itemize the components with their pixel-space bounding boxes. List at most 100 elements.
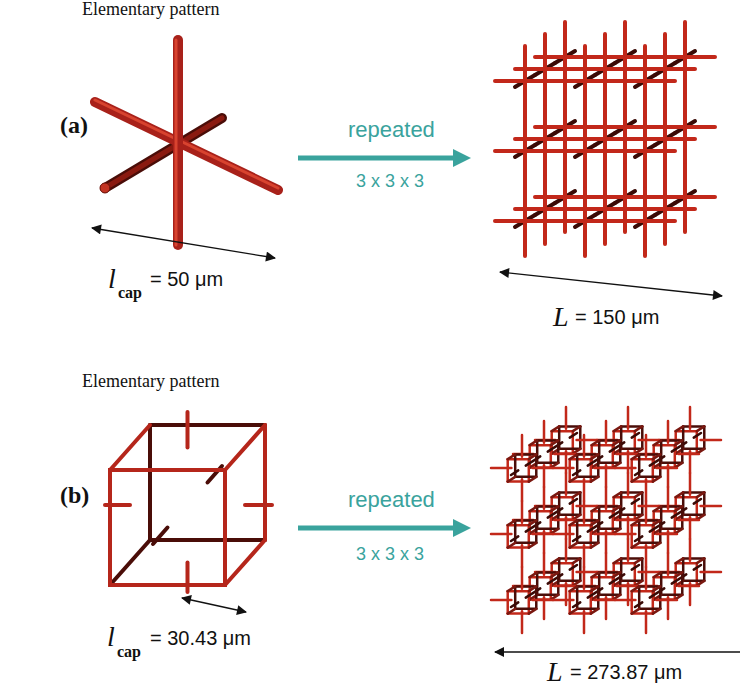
cube-stub	[555, 453, 575, 456]
cube-edge	[508, 609, 515, 614]
cube-edge	[535, 454, 538, 476]
cube-edge	[551, 572, 558, 577]
cube-edge	[597, 586, 600, 608]
cube-edge	[630, 459, 633, 481]
cube-stub	[627, 473, 630, 495]
lattice-rod	[543, 34, 547, 104]
cube-stub	[595, 599, 615, 602]
cube-edge	[703, 558, 706, 580]
cube-edge	[535, 520, 538, 542]
cube-stub	[639, 439, 659, 442]
lattice-rod	[643, 116, 647, 186]
cube-edge	[613, 440, 620, 445]
cube-edge	[697, 558, 704, 563]
cube-edge	[653, 609, 660, 614]
lattice-rod	[523, 46, 527, 116]
arrow-label: repeated	[348, 488, 435, 512]
cube-stub	[521, 435, 524, 457]
lattice-rod	[643, 46, 647, 116]
cube-edge	[570, 609, 577, 614]
cube-edge	[681, 440, 684, 462]
cube-edge	[591, 454, 598, 459]
dimension-symbol: l	[107, 622, 115, 653]
dimension-arrow	[182, 598, 246, 612]
cube-edge	[591, 543, 598, 548]
cube-edge	[703, 426, 706, 448]
cube-stub	[595, 533, 615, 536]
cube-stub	[521, 611, 524, 633]
cube-stub	[555, 585, 575, 588]
cube-edge	[570, 586, 577, 591]
cube-stub	[672, 579, 679, 584]
cube-edge	[552, 492, 559, 497]
cube-edge	[653, 586, 660, 591]
cube-edge	[675, 572, 682, 577]
cube-edge	[530, 506, 537, 511]
cube-edge	[570, 543, 577, 548]
cube-edge	[614, 558, 621, 563]
lattice-rod	[663, 104, 667, 174]
cube-edge	[557, 440, 560, 462]
cube-stub	[679, 519, 699, 522]
cube-lattice	[491, 407, 721, 633]
cube-stub	[595, 467, 615, 470]
cube-edge	[529, 543, 536, 548]
cube-stub	[533, 599, 553, 602]
cube-stub	[491, 533, 511, 536]
cube-edge	[535, 586, 538, 608]
cube-edge	[579, 558, 582, 580]
cube-edge	[557, 506, 560, 528]
cube-stub	[577, 505, 597, 508]
dimension-arrow	[92, 228, 275, 258]
cube-stub	[583, 611, 586, 633]
cube-edge	[619, 572, 622, 594]
cube-stub	[548, 513, 555, 518]
dimension-symbol: l	[108, 264, 116, 295]
cube-stub	[543, 553, 546, 575]
lattice-rod	[583, 46, 587, 116]
cube-edge	[552, 558, 559, 563]
cube-edge	[635, 558, 642, 563]
cube-edge	[573, 426, 580, 431]
cube-stub	[639, 505, 659, 508]
cube-edge	[579, 492, 582, 514]
cube-stub	[694, 433, 701, 438]
cube-stub	[701, 571, 721, 574]
cube-stub	[583, 435, 586, 457]
cube-stub	[570, 499, 577, 504]
cube-edge	[551, 506, 558, 511]
cube-stub	[617, 453, 637, 456]
cube-edge	[573, 492, 580, 497]
cube-edge	[529, 477, 536, 482]
cube-pattern	[105, 412, 272, 592]
cube-stub	[610, 579, 617, 584]
lattice-rod	[603, 34, 607, 104]
cube-edge	[530, 572, 537, 577]
dimension-value: = 273.87 μm	[570, 661, 682, 683]
cube-stub	[511, 602, 518, 607]
cube-edge	[568, 525, 571, 547]
cube-edge	[675, 440, 682, 445]
cube-edge	[568, 459, 571, 481]
cube-stub	[645, 479, 648, 501]
cube-edge	[619, 506, 622, 528]
cube-stub	[694, 499, 701, 504]
cube-stub	[615, 467, 635, 470]
cube-edge	[697, 426, 704, 431]
cube-stub	[588, 593, 595, 598]
lattice-rod	[603, 104, 607, 174]
dimension-value: = 150 μm	[575, 306, 659, 328]
cube-stub	[605, 553, 608, 575]
lattice-rod	[543, 104, 547, 174]
cube-stub	[689, 407, 692, 429]
cube-edge	[641, 558, 644, 580]
cube-edge	[506, 525, 509, 547]
cube-stub	[583, 567, 586, 589]
lattice-rod	[683, 92, 687, 162]
cube-edge	[570, 477, 577, 482]
cube-stub	[548, 579, 555, 584]
cube-stub	[657, 599, 677, 602]
cube-stub	[645, 435, 648, 457]
cube-stub	[650, 461, 657, 466]
